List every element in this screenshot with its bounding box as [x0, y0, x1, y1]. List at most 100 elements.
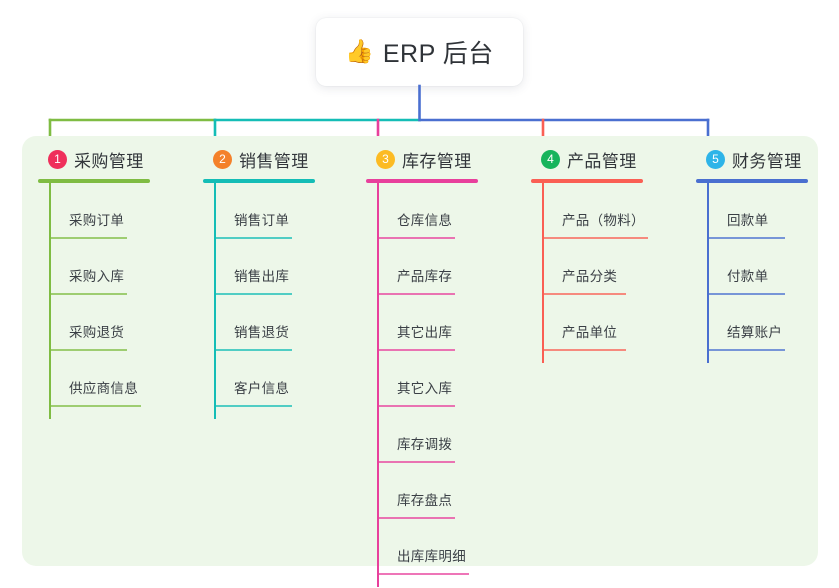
branch-title-4: 产品管理 — [567, 151, 637, 171]
branch-item[interactable]: 库存盘点 — [366, 463, 478, 519]
branch-underline-1 — [38, 179, 150, 183]
branch-item-underline — [707, 293, 785, 295]
branch-badge-4: 4 — [541, 149, 560, 169]
branch-badge-1: 1 — [48, 149, 67, 169]
branch-underline-4 — [531, 179, 643, 183]
branch-header-2[interactable]: 2 销售管理 — [203, 146, 315, 172]
branch-column-2: 2 销售管理销售订单销售出库销售退货客户信息 — [203, 146, 315, 419]
branch-item[interactable]: 产品分类 — [531, 239, 643, 295]
branch-item-underline — [214, 349, 292, 351]
branch-item-label: 产品分类 — [562, 269, 618, 284]
branch-item-label: 仓库信息 — [397, 213, 453, 228]
branch-items-4: 产品（物料） 产品分类产品单位 — [531, 183, 648, 363]
branch-title-1: 采购管理 — [74, 151, 144, 171]
branch-item-underline — [49, 293, 127, 295]
branch-underline-5 — [696, 179, 808, 183]
root-title: ERP 后台 — [382, 40, 494, 68]
branch-item[interactable]: 库存调拨 — [366, 407, 478, 463]
branch-item-label: 采购入库 — [69, 269, 125, 284]
branch-spine-2 — [214, 183, 216, 419]
branch-items-3: 仓库信息产品库存其它出库其它入库库存调拨库存盘点出库库明细 — [366, 183, 478, 587]
branch-item-underline — [707, 237, 785, 239]
branch-header-3[interactable]: 3 库存管理 — [366, 146, 478, 172]
root-node[interactable]: 👍 ERP 后台 — [316, 18, 523, 86]
branch-item-underline — [49, 237, 127, 239]
branch-item-label: 销售订单 — [234, 213, 290, 228]
branch-item-label: 销售退货 — [234, 325, 290, 340]
branch-item[interactable]: 客户信息 — [203, 351, 315, 407]
branch-column-1: 1 采购管理采购订单采购入库采购退货供应商信息 — [38, 146, 150, 419]
branch-item[interactable]: 其它出库 — [366, 295, 478, 351]
branch-item-underline — [49, 405, 141, 407]
branch-items-5: 回款单付款单结算账户 — [696, 183, 808, 363]
branch-item-label: 付款单 — [727, 269, 769, 284]
branch-item[interactable]: 产品（物料） — [531, 183, 648, 239]
branch-item-underline — [377, 461, 455, 463]
branch-item[interactable]: 产品库存 — [366, 239, 478, 295]
branch-item-label: 其它出库 — [397, 325, 453, 340]
branch-spine-5 — [707, 183, 709, 363]
branch-item-label: 出库库明细 — [397, 549, 466, 564]
branch-item[interactable]: 仓库信息 — [366, 183, 478, 239]
branch-spine-3 — [377, 183, 379, 587]
branch-item-underline — [377, 237, 455, 239]
branch-item[interactable]: 采购入库 — [38, 239, 150, 295]
branch-item[interactable]: 出库库明细 — [366, 519, 478, 575]
branch-spine-4 — [542, 183, 544, 363]
branch-header-1[interactable]: 1 采购管理 — [38, 146, 150, 172]
branch-item-underline — [377, 573, 469, 575]
branch-item[interactable]: 销售订单 — [203, 183, 315, 239]
branch-item[interactable]: 回款单 — [696, 183, 808, 239]
branch-item-label: 其它入库 — [397, 381, 453, 396]
branches-panel — [22, 136, 818, 566]
branch-item[interactable]: 销售出库 — [203, 239, 315, 295]
branch-item-label: 客户信息 — [234, 381, 290, 396]
branch-item-label: 供应商信息 — [69, 381, 138, 396]
branch-item[interactable]: 采购订单 — [38, 183, 150, 239]
branch-item[interactable]: 供应商信息 — [38, 351, 150, 407]
branch-item-underline — [542, 293, 626, 295]
branch-item-underline — [542, 349, 626, 351]
branch-title-3: 库存管理 — [402, 151, 472, 171]
branch-item[interactable]: 其它入库 — [366, 351, 478, 407]
branch-badge-3: 3 — [376, 149, 395, 169]
branch-item[interactable]: 销售退货 — [203, 295, 315, 351]
branch-item-underline — [542, 237, 648, 239]
branch-column-5: 5 财务管理回款单付款单结算账户 — [696, 146, 808, 363]
branch-spine-1 — [49, 183, 51, 419]
branch-item-label: 采购退货 — [69, 325, 125, 340]
branch-item-label: 产品库存 — [397, 269, 453, 284]
branch-title-5: 财务管理 — [732, 151, 802, 171]
branch-column-3: 3 库存管理仓库信息产品库存其它出库其它入库库存调拨库存盘点出库库明细 — [366, 146, 478, 587]
branch-badge-5: 5 — [706, 149, 725, 169]
branch-item-underline — [214, 405, 292, 407]
branch-item[interactable]: 产品单位 — [531, 295, 643, 351]
branch-item-underline — [377, 405, 455, 407]
branch-item-label: 产品（物料） — [562, 213, 645, 228]
branch-underline-2 — [203, 179, 315, 183]
branch-badge-2: 2 — [213, 149, 232, 169]
branch-item-label: 采购订单 — [69, 213, 125, 228]
branch-item[interactable]: 结算账户 — [696, 295, 808, 351]
branch-item-label: 回款单 — [727, 213, 769, 228]
branch-item-label: 库存盘点 — [397, 493, 453, 508]
branch-item-label: 产品单位 — [562, 325, 618, 340]
branch-item-label: 库存调拨 — [397, 437, 453, 452]
branch-item-underline — [214, 293, 292, 295]
branch-item-underline — [707, 349, 785, 351]
branch-item-underline — [377, 349, 455, 351]
branch-item-underline — [377, 293, 455, 295]
branch-column-4: 4 产品管理产品（物料） 产品分类产品单位 — [531, 146, 648, 363]
branch-items-1: 采购订单采购入库采购退货供应商信息 — [38, 183, 150, 419]
branch-underline-3 — [366, 179, 478, 183]
branch-items-2: 销售订单销售出库销售退货客户信息 — [203, 183, 315, 419]
branch-item[interactable]: 付款单 — [696, 239, 808, 295]
branch-item-underline — [49, 349, 127, 351]
thumbs-up-icon: 👍 — [345, 38, 374, 65]
branch-header-4[interactable]: 4 产品管理 — [531, 146, 643, 172]
branch-item-label: 结算账户 — [727, 325, 783, 340]
branch-header-5[interactable]: 5 财务管理 — [696, 146, 808, 172]
branch-title-2: 销售管理 — [239, 151, 309, 171]
branch-item[interactable]: 采购退货 — [38, 295, 150, 351]
